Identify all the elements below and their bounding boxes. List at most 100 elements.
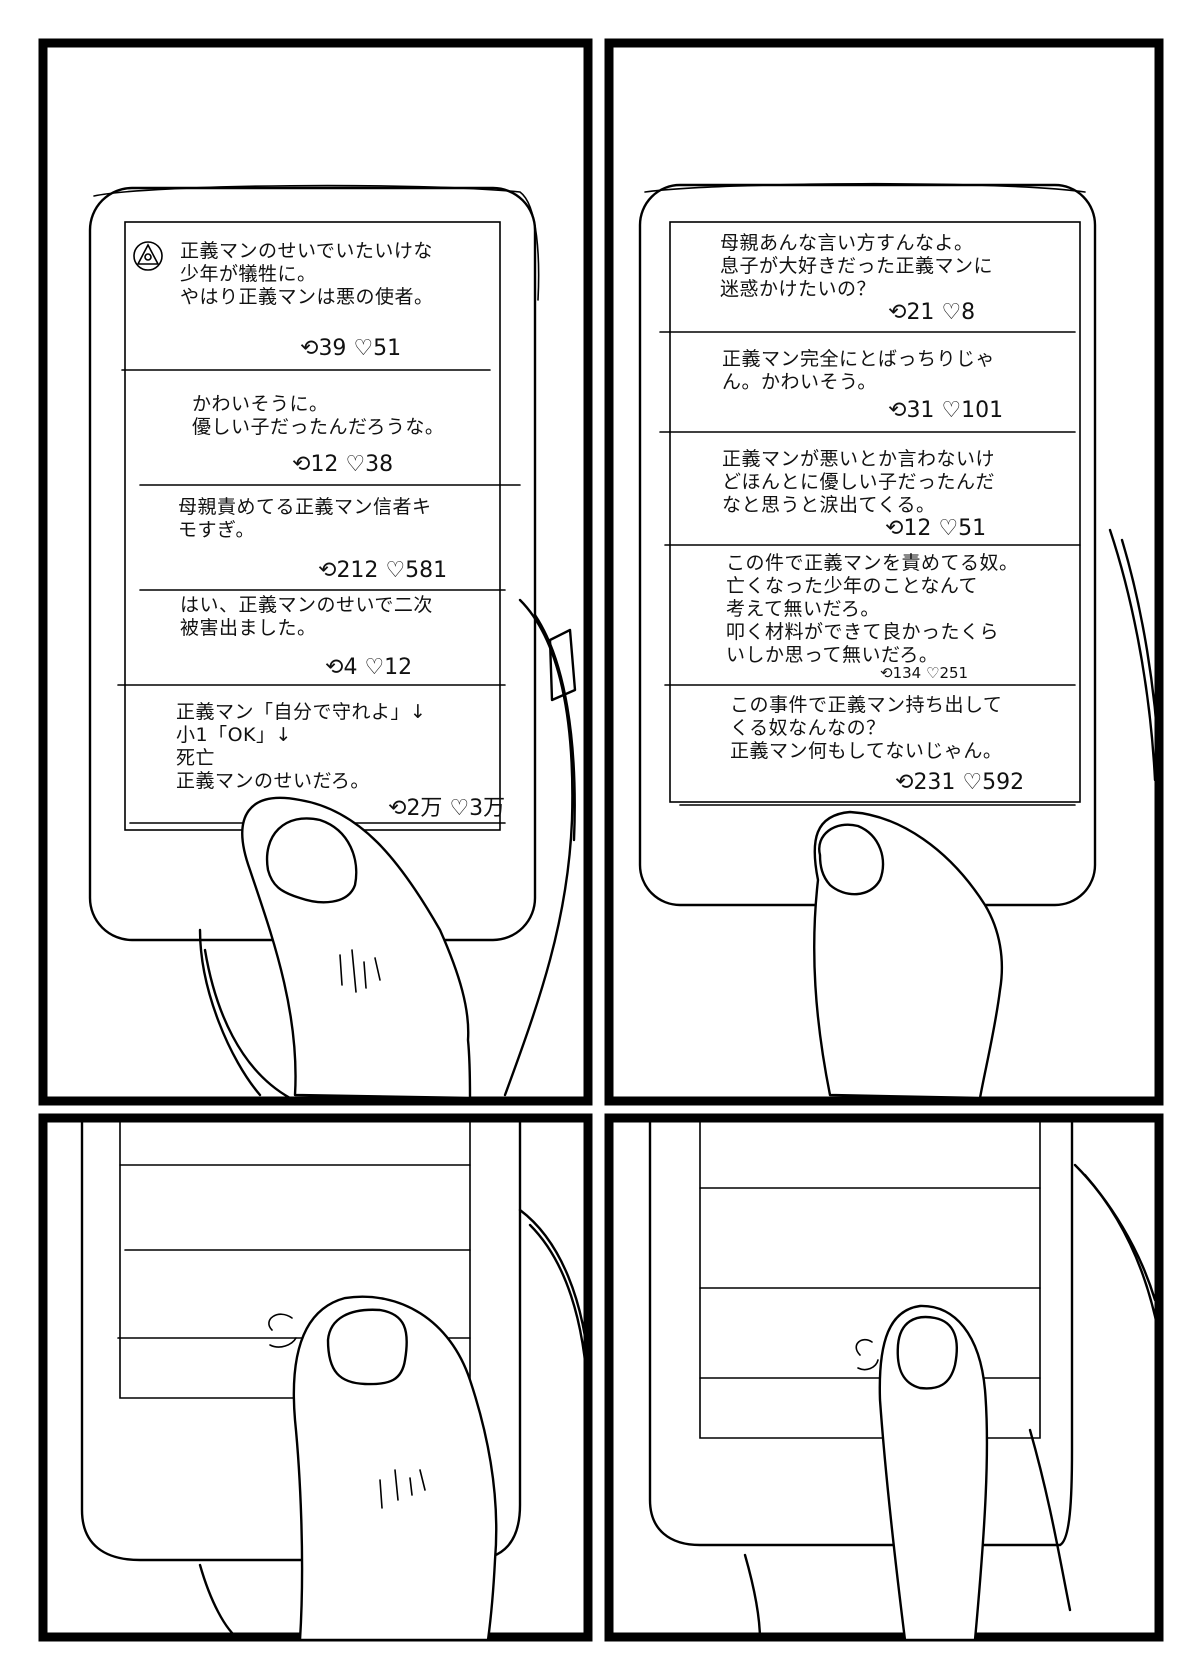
post-text: はい、正義マンのせいで二次 [180, 594, 433, 616]
post-text: なと思うと涙出てくる。 [722, 494, 936, 516]
like-count: 251 [939, 664, 969, 682]
post-text: 優しい子だったんだろうな。 [192, 416, 445, 438]
post-text: ん。かわいそう。 [722, 371, 877, 393]
retweet-icon[interactable]: ⟲ [318, 558, 337, 583]
retweet-count: 12 [310, 452, 339, 477]
panel-2-post-1: 母親あんな言い方すんなよ。 息子が大好きだった正義マンに 迷惑かけたいの？ [720, 232, 993, 301]
panel-2-hand-right [1108, 528, 1162, 792]
retweet-count: 134 [892, 664, 922, 682]
panel-2-post-3-stats: ⟲12 ♡51 [885, 516, 986, 541]
retweet-icon[interactable]: ⟲ [885, 516, 904, 541]
panel-1-hand [198, 598, 577, 1100]
panel-2-post-5-stats: ⟲231 ♡592 [895, 770, 1024, 795]
post-text: 母親責めてる正義マン信者キ [178, 496, 432, 518]
heart-icon[interactable]: ♡ [941, 398, 962, 423]
panel-2-phone-screen [669, 221, 1081, 803]
post-text: どほんとに優しい子だったんだ [722, 471, 996, 493]
panel-3-thumb [268, 1295, 498, 1642]
post-text: 正義マン何もしてないじゃん。 [730, 740, 1003, 762]
retweet-icon[interactable]: ⟲ [388, 796, 407, 821]
panel-1-post-5: 正義マン「自分で守れよ」↓ 小1「OK」↓ 死亡 正義マンのせいだろ。 [176, 701, 426, 793]
retweet-icon[interactable]: ⟲ [888, 398, 907, 423]
post-text: モすぎ。 [178, 519, 256, 541]
post-text: 小1「OK」↓ [176, 724, 292, 746]
retweet-count: 212 [336, 558, 379, 583]
panel-2-thumb [813, 810, 1003, 1100]
panel-2-post-4-stats: ⟲134 ♡251 [880, 664, 968, 682]
panel-2-post-5: この事件で正義マン持ち出して くる奴なんなの？ 正義マン何もしてないじゃん。 [730, 694, 1002, 763]
heart-icon[interactable]: ♡ [385, 558, 406, 583]
heart-icon[interactable]: ♡ [449, 796, 470, 821]
retweet-count: 21 [906, 300, 935, 325]
panel-2-post-4: この件で正義マンを責めてる奴。 亡くなった少年のことなんて 考えて無いだろ。 叩… [726, 552, 1019, 667]
panel-1-post-4: はい、正義マンのせいで二次 被害出ました。 [180, 594, 433, 640]
heart-icon[interactable]: ♡ [353, 336, 374, 361]
heart-icon[interactable]: ♡ [941, 300, 962, 325]
post-text: 正義マン「自分で守れよ」↓ [176, 701, 427, 723]
panel-2-post-3: 正義マンが悪いとか言わないけ どほんとに優しい子だったんだ なと思うと涙出てくる… [722, 448, 995, 517]
post-text: この件で正義マンを責めてる奴。 [726, 552, 1019, 574]
post-text: 被害出ました。 [180, 617, 317, 639]
panel-1-post-3-stats: ⟲212 ♡581 [318, 558, 447, 583]
retweet-count: 4 [343, 655, 358, 680]
panel-4-frame [604, 1113, 1164, 1642]
panel-1-post-5-stats: ⟲2万 ♡3万 [388, 790, 505, 822]
panel-2-post-1-stats: ⟲21 ♡8 [888, 300, 975, 325]
post-text: 亡くなった少年のことなんて [726, 575, 978, 597]
post-text: かわいそうに。 [192, 393, 329, 415]
retweet-icon[interactable]: ⟲ [292, 452, 311, 477]
panel-1-frame [38, 38, 593, 1106]
panel-2-post-2-stats: ⟲31 ♡101 [888, 398, 1003, 423]
like-count: 581 [405, 558, 448, 583]
post-text: 正義マンのせいでいたいけな [180, 240, 433, 262]
heart-icon[interactable]: ♡ [938, 516, 959, 541]
post-text: 少年が犠牲に。 [180, 263, 317, 285]
panel-1-post-1-stats: ⟲39 ♡51 [300, 336, 401, 361]
panel-1-post-dividers [117, 369, 521, 824]
post-text: この事件で正義マン持ち出して [730, 694, 1003, 716]
panel-1-post-1: 正義マンのせいでいたいけな 少年が犠牲に。 やはり正義マンは悪の使者。 [180, 240, 434, 309]
post-text: 正義マンのせいだろ。 [176, 770, 370, 792]
retweet-icon[interactable]: ⟲ [895, 770, 914, 795]
like-count: 592 [982, 770, 1025, 795]
post-text: 死亡 [176, 747, 216, 769]
retweet-icon[interactable]: ⟲ [888, 300, 907, 325]
panel-1-post-4-stats: ⟲4 ♡12 [325, 655, 412, 680]
panel-4-thumb [855, 1304, 989, 1642]
panel-2-post-dividers [659, 331, 1081, 806]
panel-2-frame [604, 38, 1164, 1106]
heart-icon[interactable]: ♡ [962, 770, 983, 795]
panel-1-post-3: 母親責めてる正義マン信者キ モすぎ。 [178, 496, 432, 542]
like-count: 3万 [469, 796, 506, 821]
like-count: 101 [961, 398, 1004, 423]
post-text: 息子が大好きだった正義マンに [720, 255, 994, 277]
post-text: くる奴なんなの？ [730, 717, 886, 739]
like-count: 51 [958, 516, 987, 541]
retweet-icon[interactable]: ⟲ [880, 664, 893, 682]
like-count: 8 [961, 300, 976, 325]
avatar-icon [133, 241, 163, 271]
heart-icon[interactable]: ♡ [345, 452, 366, 477]
post-text: いしか思って無いだろ。 [726, 644, 939, 666]
like-count: 12 [384, 655, 413, 680]
panel-1-thumb [241, 796, 472, 1100]
like-count: 51 [373, 336, 402, 361]
heart-icon[interactable]: ♡ [364, 655, 385, 680]
panel-4-phone [648, 1120, 1160, 1642]
post-text: 叩く材料ができて良かったくら [726, 621, 1000, 643]
retweet-count: 39 [318, 336, 347, 361]
panel-1-post-2: かわいそうに。 優しい子だったんだろうな。 [192, 393, 444, 439]
post-text: やはり正義マンは悪の使者。 [180, 286, 434, 308]
heart-icon[interactable]: ♡ [926, 664, 940, 682]
post-text: 正義マン完全にとばっちりじゃ [722, 348, 996, 370]
panel-2-post-2: 正義マン完全にとばっちりじゃ ん。かわいそう。 [722, 348, 995, 394]
panel-1-post-2-stats: ⟲12 ♡38 [292, 452, 393, 477]
post-text: 考えて無いだろ。 [726, 598, 880, 620]
retweet-icon[interactable]: ⟲ [300, 336, 319, 361]
retweet-count: 12 [903, 516, 932, 541]
retweet-count: 31 [906, 398, 935, 423]
retweet-icon[interactable]: ⟲ [325, 655, 344, 680]
post-text: 正義マンが悪いとか言わないけ [722, 448, 996, 470]
retweet-count: 2万 [406, 796, 443, 821]
